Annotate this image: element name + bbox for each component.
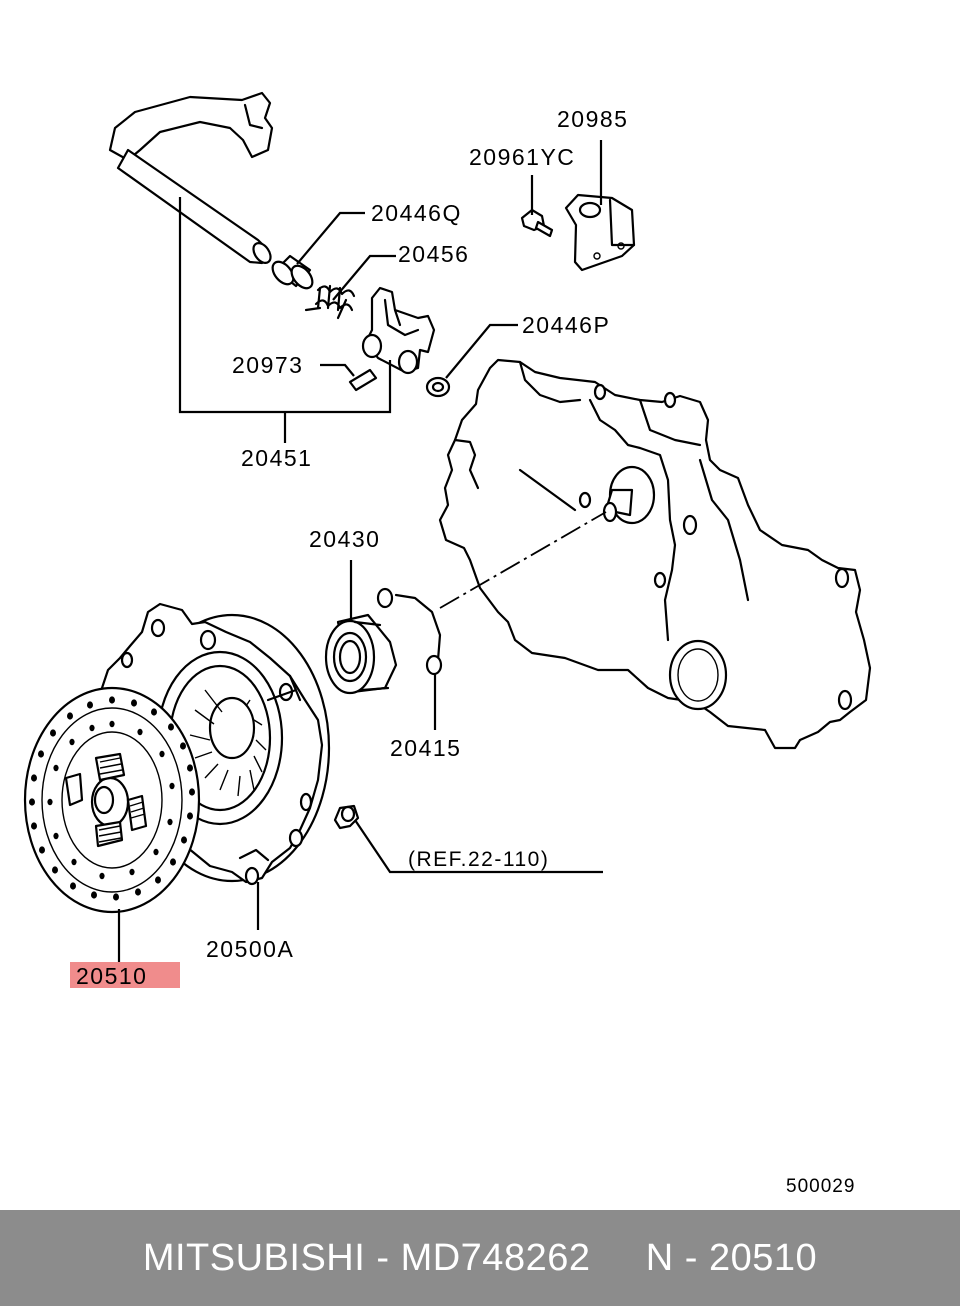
label-20456: 20456 [398, 241, 469, 267]
label-20510: 20510 [76, 963, 147, 989]
disc-holes [29, 696, 195, 901]
label-20973: 20973 [232, 352, 303, 378]
release-shaft-drawing [108, 91, 274, 265]
center-axis-line [439, 511, 607, 609]
bolt-20961yc-drawing [520, 208, 554, 238]
release-bearing-20430-drawing [324, 613, 398, 695]
footer-bar: MITSUBISHI - MD748262 N - 20510 [0, 1210, 960, 1306]
release-fork-drawing [361, 286, 436, 375]
clutch-disc-20510-drawing [23, 686, 201, 914]
label-20985: 20985 [557, 106, 628, 132]
highlight-20510 [70, 962, 180, 988]
label-20446p: 20446P [522, 312, 610, 338]
parts-diagram: 20985 20961YC 20446Q 20456 20446P 20973 … [23, 91, 872, 1197]
label-20446q: 20446Q [371, 200, 462, 226]
label-20451: 20451 [241, 445, 312, 471]
transmission-case-drawing [438, 358, 872, 750]
ref-clip-drawing [333, 804, 360, 830]
label-20430: 20430 [309, 526, 380, 552]
label-20415: 20415 [390, 735, 461, 761]
clip-20415-drawing [376, 587, 443, 676]
spring-20456-drawing [304, 284, 356, 320]
bracket-20985-drawing [564, 193, 636, 272]
drawing-code: 500029 [786, 1176, 855, 1197]
bushing-20446q-drawing [271, 254, 314, 290]
seal-20446p-drawing [425, 376, 451, 398]
reference-label: (REF.22-110) [408, 848, 549, 871]
label-20500a: 20500A [206, 936, 294, 962]
footer-part-info: MITSUBISHI - MD748262 N - 20510 [142, 1236, 818, 1279]
label-20961yc: 20961YC [469, 144, 575, 170]
leader-lines [117, 140, 603, 962]
pin-20973-drawing [348, 368, 378, 392]
